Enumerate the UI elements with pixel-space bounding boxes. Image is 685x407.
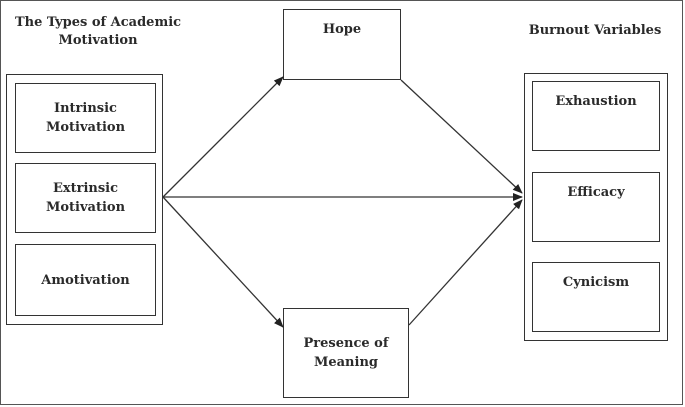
efficacy-box: Efficacy: [532, 172, 660, 242]
heading-academic-motivation: The Types of Academic Motivation: [14, 15, 182, 48]
arrow-hope-to-burnout: [400, 79, 523, 194]
arrow-motivation-to-meaning: [162, 196, 284, 328]
heading-burnout-variables: Burnout Variables: [528, 23, 662, 38]
hope-box: Hope: [283, 9, 401, 80]
extrinsic-motivation-box: Extrinsic Motivation: [15, 163, 156, 233]
arrow-motivation-to-hope: [162, 76, 284, 198]
presence-of-meaning-box: Presence of Meaning: [283, 308, 409, 398]
cynicism-box: Cynicism: [532, 262, 660, 332]
exhaustion-box: Exhaustion: [532, 81, 660, 151]
amotivation-box: Amotivation: [15, 244, 156, 316]
arrow-meaning-to-burnout: [408, 199, 523, 326]
intrinsic-motivation-box: Intrinsic Motivation: [15, 83, 156, 153]
